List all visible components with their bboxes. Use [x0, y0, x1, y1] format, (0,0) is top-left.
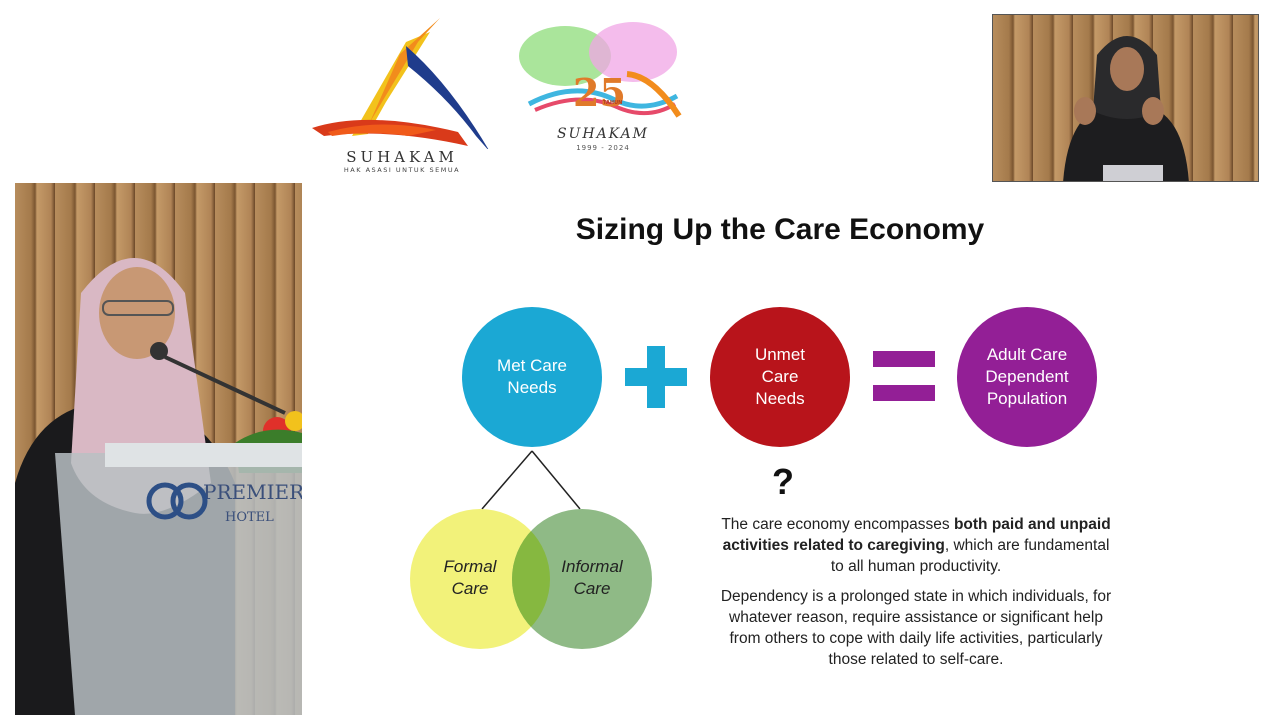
informal-care-label-line: Informal	[561, 557, 623, 576]
unmet-care-needs-label-line: Needs	[755, 389, 805, 408]
formal-care-circle	[410, 509, 550, 649]
unmet-care-needs-label-line: Care	[761, 367, 799, 386]
slide-title: Sizing Up the Care Economy	[575, 213, 985, 246]
formal-care-label-line: Care	[451, 579, 489, 598]
speaker-video: PREMIER HOTEL	[15, 183, 302, 715]
definition-text: , which are fundamental to all human pro…	[830, 537, 1110, 575]
adult-care-label-line: Adult Care	[986, 345, 1068, 364]
formal-care-label: Formal Care	[425, 556, 515, 600]
care-economy-definition: The care economy encompasses both paid a…	[714, 514, 1118, 577]
suhakam-wordmark: SUHAKAM	[346, 148, 458, 166]
met-care-needs-label-line: Needs	[507, 378, 557, 397]
venn-connector-line	[531, 450, 581, 510]
dependency-definition: Dependency is a prolonged state in which…	[720, 588, 1112, 668]
suhakam-tagline: HAK ASASI UNTUK SEMUA	[343, 166, 461, 174]
informal-care-circle	[512, 509, 652, 649]
sign-language-interpreter-video	[992, 14, 1259, 182]
svg-text:PREMIER: PREMIER	[203, 480, 302, 504]
definition-bold-text: both paid and unpaid activities related …	[722, 516, 1111, 554]
adult-care-label-line: Dependent	[985, 367, 1069, 386]
watercolor-splash-icon	[519, 22, 682, 118]
met-care-needs-circle: Met Care Needs	[462, 307, 602, 447]
plus-icon	[625, 346, 687, 408]
anniversary-number: 25	[573, 70, 626, 115]
interpreter-figure-icon	[1063, 36, 1189, 181]
suhakam-emblem-icon	[312, 18, 490, 152]
formal-care-label-line: Formal	[443, 557, 497, 576]
suhakam-logo: SUHAKAM HAK ASASI UNTUK SEMUA	[308, 14, 498, 179]
suhakam-25-anniversary-logo: 25 TAHUN SUHAKAM 1999 - 2024	[515, 18, 685, 158]
adult-care-label-line: Population	[986, 389, 1068, 408]
speaker-at-podium-icon: PREMIER HOTEL	[15, 258, 302, 715]
venn-connector-line	[481, 450, 533, 510]
presentation-slide: Sizing Up the Care Economy Met Care Need…	[318, 199, 1258, 713]
met-care-needs-label-line: Met Care	[497, 356, 567, 375]
adult-care-dependent-population-circle: Adult Care Dependent Population	[957, 307, 1097, 447]
question-mark: ?	[772, 461, 794, 502]
definition-text: The care economy encompasses	[721, 516, 954, 533]
unmet-care-needs-label-line: Unmet	[754, 345, 806, 364]
svg-text:HOTEL: HOTEL	[225, 510, 274, 525]
formal-informal-care-venn-diagram	[410, 450, 652, 649]
anniversary-wordmark: SUHAKAM	[556, 126, 650, 142]
anniversary-years: 1999 - 2024	[576, 144, 630, 152]
informal-care-label: Informal Care	[547, 556, 637, 600]
equals-icon	[873, 351, 935, 401]
anniversary-tahun-label: TAHUN	[603, 100, 623, 106]
unmet-care-needs-circle: Unmet Care Needs	[710, 307, 850, 447]
informal-care-label-line: Care	[573, 579, 611, 598]
